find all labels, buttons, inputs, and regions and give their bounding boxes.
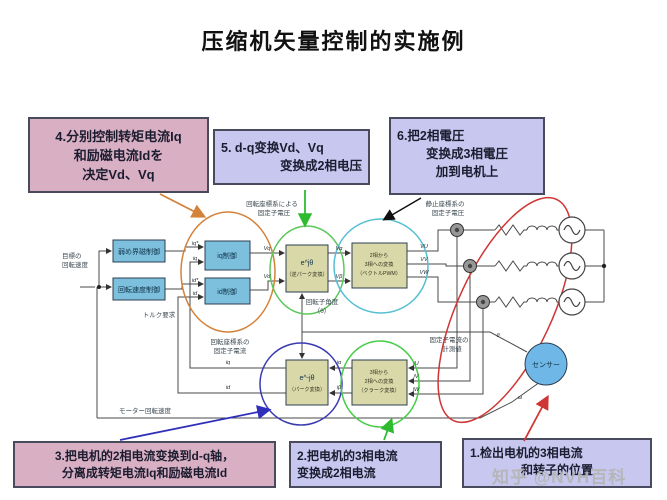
wire-label: iq xyxy=(226,360,231,366)
block-label: センサー xyxy=(532,361,560,369)
wire-label: ω xyxy=(518,395,523,401)
block-speed-control xyxy=(112,277,166,301)
callout-2-line: 变换成2相电流 xyxy=(297,466,376,481)
callout-1: 1.检出电机的3相电流 和转子的位置 xyxy=(462,438,652,488)
highlight-vector-pwm xyxy=(333,218,429,314)
wire-label: iV xyxy=(414,374,420,380)
label-target-speed: 回転速度 xyxy=(62,260,89,269)
arrow-callout-3 xyxy=(119,405,272,441)
callout-3: 3.把电机的2相电流变换到d-q轴， 分离成转矩电流Iq和励磁电流Id xyxy=(13,441,276,488)
block-clarke xyxy=(351,359,408,406)
highlight-sensing xyxy=(437,196,573,424)
wire-label: VU xyxy=(420,244,429,250)
wire-label: VW xyxy=(419,270,429,276)
callout-3-line: 分离成转矩电流Iq和励磁电流Id xyxy=(61,466,228,481)
wire-label: iW xyxy=(413,387,420,393)
block-label: （逆パーク変換） xyxy=(286,270,328,278)
block-iq-control xyxy=(204,240,251,271)
wire-label: iq xyxy=(193,256,198,262)
block-label: 弱め界磁制御 xyxy=(118,247,160,256)
wire-label: iα xyxy=(337,360,342,366)
callout-6-line: 加到电机上 xyxy=(435,165,499,180)
block-label: id制御 xyxy=(217,287,236,296)
wire-label: θ xyxy=(496,333,499,339)
page-title: 压缩机矢量控制的实施例 xyxy=(201,29,466,54)
label-rotating-current: 回転座標系の xyxy=(211,337,250,346)
callout-6-line: 6.把2相電圧 xyxy=(397,129,465,143)
callout-4-line: 决定Vd、Vq xyxy=(82,166,155,182)
block-label: 回転速度制御 xyxy=(118,285,160,294)
block-label: （パーク変換） xyxy=(289,385,325,393)
label-torque-request: トルク要求 xyxy=(143,310,176,319)
wire-label: VV xyxy=(420,257,429,263)
motor-phases xyxy=(450,216,586,316)
block-vector-pwm xyxy=(351,242,408,289)
block-label: 3相への変換 xyxy=(365,260,395,268)
junction-dot xyxy=(97,285,101,289)
label-rotating-current: 固定子電流 xyxy=(214,346,247,355)
block-label: iq制御 xyxy=(217,251,236,260)
callout-1-line: 和转子的位置 xyxy=(520,463,593,478)
block-label: 3相から xyxy=(370,368,388,376)
callout-3-line: 3.把电机的2相电流变换到d-q轴， xyxy=(54,449,235,463)
block-label: e^jθ xyxy=(301,260,314,267)
label-measured-current: 計測値 xyxy=(442,344,462,353)
wire-label: id xyxy=(193,291,198,297)
highlight-ellipses xyxy=(180,196,573,428)
block-field-weakening xyxy=(112,239,166,263)
label-static-voltage: 固定子電圧 xyxy=(432,208,465,217)
block-label: （ベクトルPWM） xyxy=(357,270,401,277)
block-sensor xyxy=(524,342,568,386)
wire-label: Vq xyxy=(264,246,272,252)
wire-label: iβ xyxy=(337,385,342,391)
callout-5-line: 5. d-q变换Vd、Vq xyxy=(221,141,324,155)
wire-label: id* xyxy=(192,278,199,284)
current-sensor-icon xyxy=(450,223,490,309)
callout-1-line: 1.检出电机的3相电流 xyxy=(470,446,583,460)
block-label: 2相から xyxy=(370,251,388,259)
label-rotating-voltage: 固定子電圧 xyxy=(258,208,291,217)
label-static-voltage: 静止座標系の xyxy=(426,199,465,208)
highlight-park xyxy=(259,342,343,426)
callout-arrows xyxy=(119,190,549,442)
label-rotor-angle: （θ） xyxy=(314,307,331,315)
wire-label: Vd xyxy=(264,274,272,280)
block-park xyxy=(285,359,329,406)
highlight-current-control xyxy=(180,211,276,333)
block-label: （クラーク変換） xyxy=(358,386,400,394)
sine-glyph xyxy=(563,224,581,308)
callout-6-line: 变换成3相電圧 xyxy=(426,147,508,162)
callout-5-line: 变换成2相电压 xyxy=(280,159,362,174)
callout-2: 2.把电机的3相电流 变换成2相电流 xyxy=(289,441,442,488)
arrow-callout-6 xyxy=(382,197,422,221)
label-motor-speed: モーター回転速度 xyxy=(119,406,172,415)
block-id-control xyxy=(204,277,251,305)
label-rotating-voltage: 回転座標系による xyxy=(246,199,298,208)
callout-4-line: 和励磁电流Idを xyxy=(73,147,164,163)
watermark: 知乎 @NVH百科 xyxy=(492,468,627,487)
blocks xyxy=(112,239,568,406)
wire-label: id xyxy=(226,385,231,391)
highlight-clarke xyxy=(340,340,420,428)
block-label: e^-jθ xyxy=(300,375,315,382)
callout-5: 5. d-q变换Vd、Vq 变换成2相电压 xyxy=(213,129,370,185)
wire-label: Vα xyxy=(336,246,344,252)
label-measured-current: 固定子電流の xyxy=(430,335,469,344)
label-rotor-angle: 回転子角度 xyxy=(306,297,339,306)
wire-label: iq* xyxy=(192,241,199,247)
block-inverse-park xyxy=(285,244,329,293)
callout-4: 4.分别控制转矩电流Iq 和励磁电流Idを 决定Vd、Vq xyxy=(28,117,209,193)
callout-4-line: 4.分别控制转矩电流Iq xyxy=(55,129,182,144)
callout-2-line: 2.把电机的3相电流 xyxy=(297,449,398,463)
block-label: 2相への変換 xyxy=(365,377,395,385)
arrow-callout-1 xyxy=(523,394,549,442)
wire-label: iU xyxy=(413,361,419,367)
arrow-callout-4 xyxy=(159,193,207,218)
callout-6: 6.把2相電圧 变换成3相電圧 加到电机上 xyxy=(389,117,545,195)
wire-label: Vβ xyxy=(336,274,344,280)
junction-dot xyxy=(601,263,607,269)
arrow-callout-2 xyxy=(380,417,395,441)
label-target-speed: 目標の xyxy=(62,251,82,260)
